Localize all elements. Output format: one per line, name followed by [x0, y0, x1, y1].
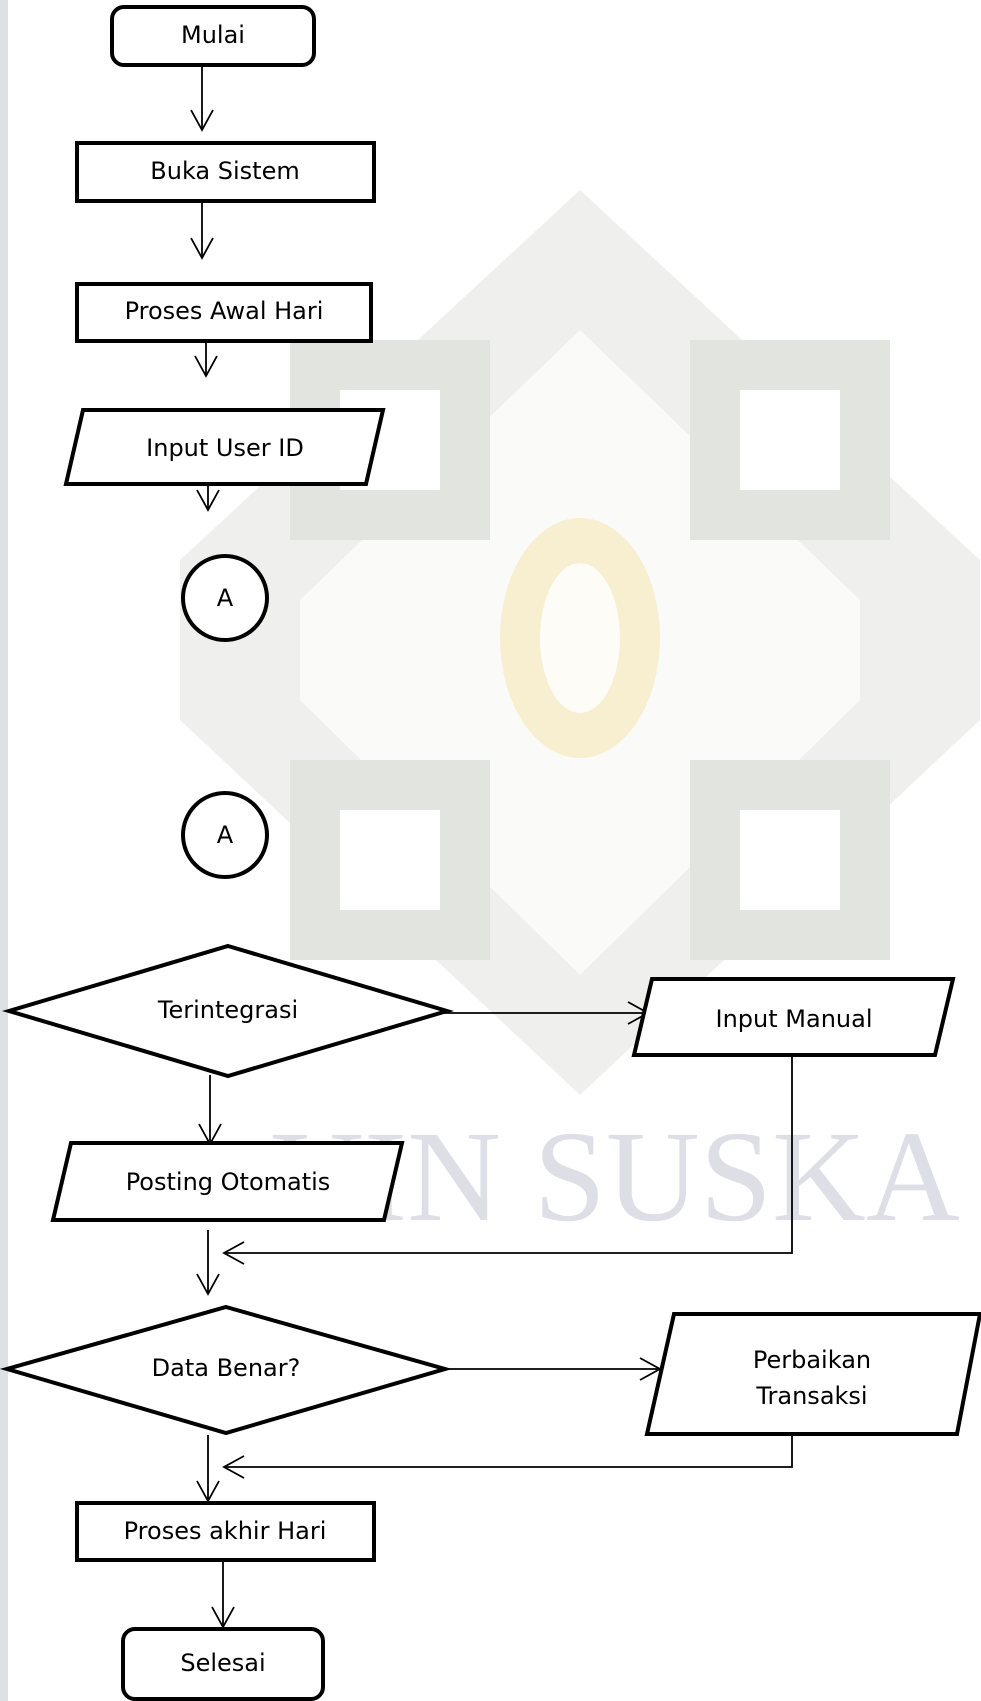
node-fix-transaction-label-line2: Transaksi: [755, 1382, 867, 1410]
node-end-of-day: Proses akhir Hari: [75, 1501, 376, 1562]
decision-data-ok-label: Data Benar?: [152, 1354, 301, 1382]
node-input-user-id: Input User ID: [63, 408, 386, 486]
connector-a-in-label: A: [217, 821, 234, 849]
connector-a-out: A: [181, 554, 269, 642]
node-start-of-day-label: Proses Awal Hari: [125, 297, 324, 325]
node-start: Mulai: [110, 5, 316, 67]
decision-integrated: Terintegrasi: [1, 943, 455, 1079]
node-auto-posting-label: Posting Otomatis: [126, 1168, 331, 1196]
decision-integrated-label: Terintegrasi: [157, 996, 298, 1024]
node-fix-transaction: Perbaikan Transaksi: [644, 1312, 981, 1436]
node-input-user-id-label: Input User ID: [146, 434, 304, 462]
node-start-label: Mulai: [181, 21, 245, 49]
node-open-system-label: Buka Sistem: [150, 157, 299, 185]
decision-data-ok: Data Benar?: [0, 1304, 453, 1436]
node-input-manual: Input Manual: [631, 977, 956, 1057]
node-finish-label: Selesai: [180, 1649, 265, 1677]
connector-a-in: A: [181, 791, 269, 879]
node-finish: Selesai: [121, 1627, 325, 1701]
node-input-manual-label: Input Manual: [716, 1005, 873, 1033]
node-fix-transaction-label-line1: Perbaikan: [753, 1346, 871, 1374]
node-start-of-day: Proses Awal Hari: [75, 282, 373, 343]
connector-a-out-label: A: [217, 584, 234, 612]
node-auto-posting: Posting Otomatis: [50, 1141, 405, 1222]
node-end-of-day-label: Proses akhir Hari: [124, 1517, 327, 1545]
left-edge-strip: [0, 0, 8, 1701]
node-open-system: Buka Sistem: [75, 141, 376, 203]
